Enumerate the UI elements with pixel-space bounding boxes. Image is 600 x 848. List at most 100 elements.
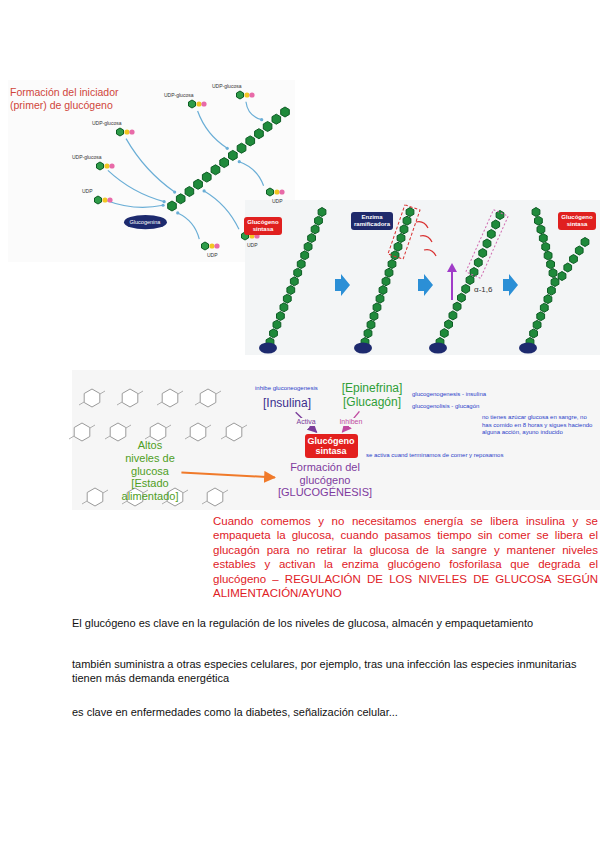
glucose-ring (87, 488, 103, 506)
glucose-bead (483, 239, 491, 248)
node-text: Glucogenina (130, 219, 161, 225)
glucose-bead (537, 225, 545, 234)
arrow-tip (238, 160, 241, 163)
arrow-tip (260, 118, 263, 121)
hydroxyl-stub (202, 490, 228, 504)
glucose-bead (277, 312, 285, 321)
edge-label: Activa (296, 418, 317, 426)
glucose-bead (400, 225, 408, 234)
node-text: [Epinefrina] [Glucagón] (342, 382, 403, 410)
glucose-bead (272, 114, 281, 124)
glucose-bead (194, 179, 203, 189)
glucose-bead (530, 329, 538, 338)
node-text: Formación del glucógeno [GLUCOGÉNESIS] (278, 461, 372, 499)
hormone-label: [Epinefrina] [Glucagón] (341, 382, 404, 410)
glucose-bead (220, 158, 229, 168)
glucose-bead (373, 303, 381, 312)
glucose-bead (385, 268, 393, 277)
enzyme-box: Enzima ramificadora (351, 212, 393, 230)
glucose-bead (318, 208, 326, 217)
udp-glucose-molecule (202, 242, 209, 250)
uridine-dot (249, 92, 254, 97)
body-paragraph: es clave en enfermedades como la diabete… (72, 706, 587, 720)
glucose-bead (311, 225, 319, 234)
glucose-bead (575, 246, 583, 255)
arrow-tip (203, 189, 206, 192)
hydroxyl-stub (195, 391, 221, 405)
hydroxyl-stub (117, 391, 143, 405)
handwritten-note: inhibe gluconeogenesis (255, 385, 318, 393)
body-paragraph: El glucógeno es clave en la regulación d… (72, 617, 587, 631)
glycogenin-blob (519, 343, 537, 354)
arrow-tip (163, 200, 166, 203)
alpha-arrow-head (447, 263, 457, 272)
glucose-ring (190, 423, 206, 441)
glucose-bead (537, 312, 545, 321)
glucose-bead (539, 234, 547, 243)
enzyme-box: Glucógeno sintasa (558, 212, 595, 230)
handwritten-note: glucogenogenesis - insulina (412, 391, 486, 399)
glucose-ring (200, 389, 216, 407)
hormone-label: [Insulina] (262, 397, 312, 411)
molecule-label: UDP (272, 198, 283, 204)
glycogenin-blob (429, 343, 447, 354)
glucose-bead (535, 216, 543, 225)
connector-arrow (181, 473, 274, 478)
glucose-bead (391, 251, 399, 260)
transfer-arrow (246, 102, 262, 120)
hydroxyl-stub (185, 425, 211, 439)
handwritten-note: glucogenolisis - glucagón (412, 403, 479, 411)
glucose-bead (453, 302, 461, 311)
transfer-arrow (107, 201, 163, 208)
enzyme-box: Glucógeno sintasa (244, 217, 281, 235)
transfer-arrow (108, 170, 164, 201)
uridine-dot (109, 163, 114, 168)
glucose-ring (110, 423, 126, 441)
glucose-bead (281, 107, 290, 117)
glucose-bead (564, 263, 572, 272)
arrow-tip (161, 204, 164, 207)
body-paragraph: también suministra a otras especies celu… (72, 658, 587, 686)
transfer-arrow (239, 162, 263, 186)
glucose-bead (280, 303, 288, 312)
glucose-bead (388, 260, 396, 269)
glucose-bead (449, 311, 457, 320)
phosphate-dot (102, 197, 107, 202)
step-arrow (503, 274, 518, 296)
glucose-ring (150, 423, 166, 441)
alpha-arrow (451, 270, 453, 300)
glycogenin-blob (259, 343, 277, 354)
uridine-dot (214, 243, 219, 248)
molecule-label: UDP-glucosa (72, 154, 101, 160)
glucose-bead (549, 269, 557, 278)
glucose-bead (287, 286, 295, 295)
phosphate-dot (124, 129, 129, 134)
node-text: [Insulina] (263, 397, 311, 411)
molecule-label: UDP-glucosa (92, 120, 121, 126)
move-arrow (420, 236, 432, 242)
node-text: Glucógeno sintasa (247, 219, 278, 233)
glucose-bead (294, 268, 302, 277)
branch-bracket (466, 210, 508, 279)
figure-title: Formación del iniciador (primer) de gluc… (10, 86, 145, 112)
glucose-bead (283, 294, 291, 303)
hydroxyl-stub (157, 391, 183, 405)
udp-glucose-molecule (237, 91, 244, 99)
arrow-tip (226, 147, 229, 150)
node-text: Glucógeno sintasa (308, 436, 355, 457)
glucose-bead (544, 295, 552, 304)
glucose-bead (379, 286, 387, 295)
glycogenin-blob: Glucogenina (124, 215, 167, 229)
molecule-label: UDP (207, 252, 218, 258)
glucose-bead (470, 268, 478, 277)
glucose-bead (315, 216, 323, 225)
glucose-bead (533, 320, 541, 329)
glucose-bead (440, 329, 448, 338)
glucose-bead (229, 150, 238, 160)
step-arrow (335, 274, 350, 296)
glucose-bead (273, 320, 281, 329)
bond-label: α-1,6 (474, 285, 492, 295)
transfer-arrow (198, 111, 228, 148)
enzyme-box: Glucógeno sintasa (305, 434, 358, 459)
arrow-tip (173, 191, 176, 194)
